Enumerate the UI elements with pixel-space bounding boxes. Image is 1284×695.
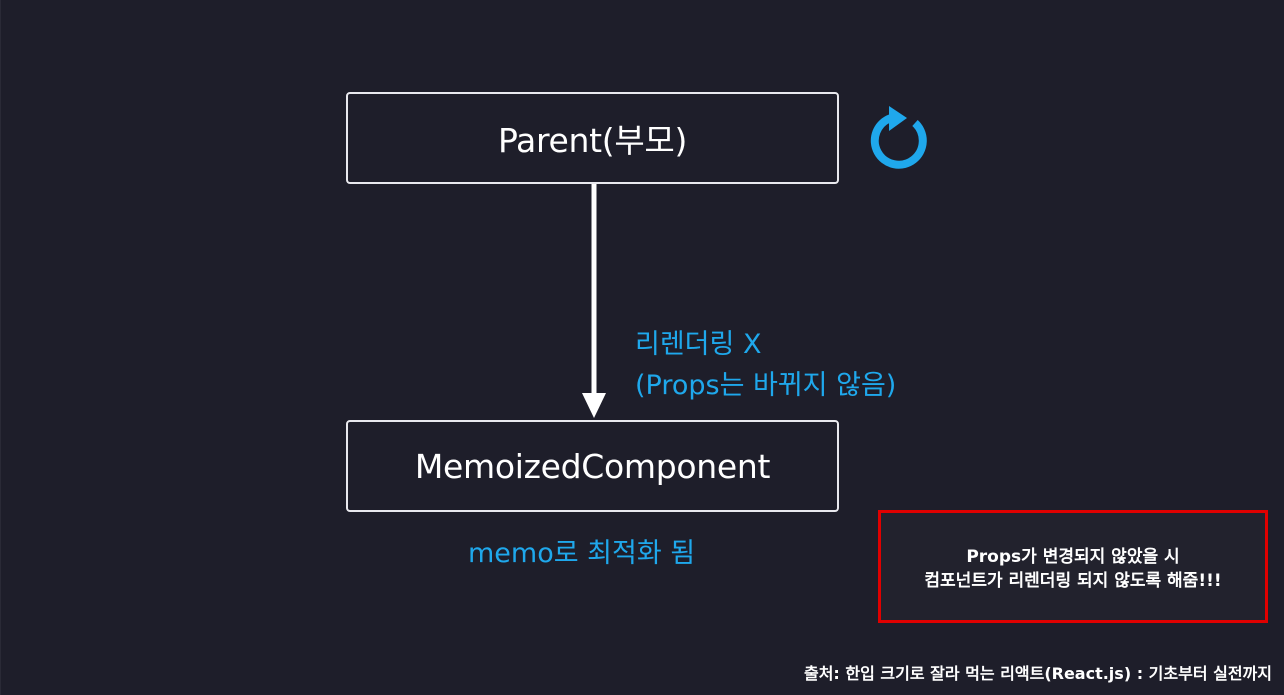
memo-caption: memo로 최적화 됨	[468, 538, 696, 569]
edge-note-line-2: (Props는 바뀌지 않음)	[635, 370, 897, 401]
source-credit: 출처: 한입 크기로 잘라 먹는 리액트(React.js) : 기초부터 실전…	[803, 664, 1272, 683]
callout-line-2: 컴포넌트가 리렌더링 되지 않도록 해줌!!!	[924, 570, 1222, 591]
memoized-component-label: MemoizedComponent	[414, 446, 771, 486]
callout-line-1: Props가 변경되지 않았을 시	[966, 546, 1180, 567]
parent-node-label: Parent(부모)	[497, 121, 688, 160]
arrow-down	[582, 184, 606, 418]
edge-note-line-1: 리렌더링 X	[635, 329, 762, 360]
parent-node: Parent(부모)	[346, 92, 839, 184]
memoized-component-node: MemoizedComponent	[346, 420, 839, 512]
refresh-icon	[870, 106, 927, 169]
callout-box: Props가 변경되지 않았을 시 컴포넌트가 리렌더링 되지 않도록 해줌!!…	[878, 510, 1268, 623]
